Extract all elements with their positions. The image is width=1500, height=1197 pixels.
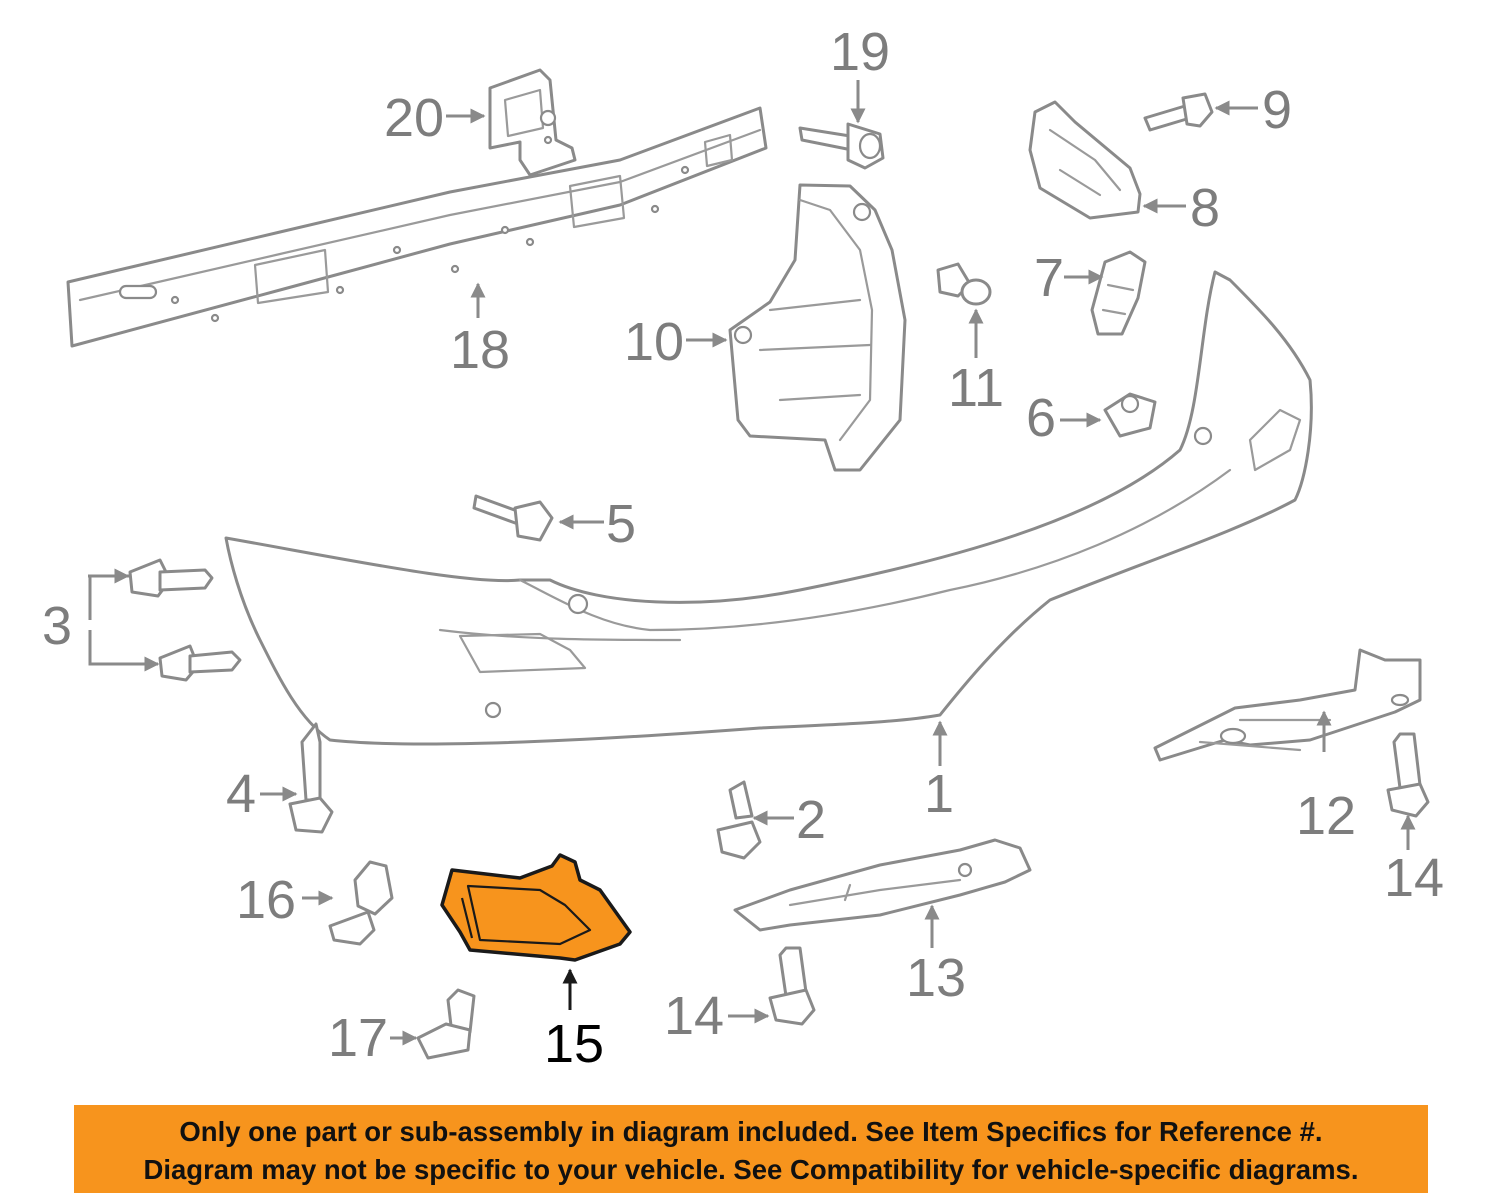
notice-line-1: Only one part or sub-assembly in diagram…	[179, 1116, 1323, 1147]
part-3-bolts	[128, 558, 242, 682]
part-14-clip-right	[1386, 732, 1430, 818]
part-6-nut	[1103, 392, 1157, 438]
callout-14-right: 14	[1384, 848, 1444, 908]
part-17-screw	[416, 988, 476, 1060]
part-20-bracket	[488, 68, 577, 177]
callout-14-lower: 14	[664, 986, 724, 1046]
part-4-screw	[288, 722, 334, 834]
notice-banner: Only one part or sub-assembly in diagram…	[74, 1105, 1428, 1193]
part-19-bolt	[798, 122, 885, 170]
callout-5: 5	[606, 494, 636, 554]
callout-12: 12	[1296, 786, 1356, 846]
leader-lines	[88, 80, 1416, 1046]
part-18-reinforcement	[66, 106, 768, 348]
callout-9: 9	[1262, 80, 1292, 140]
callout-6: 6	[1026, 388, 1056, 448]
parts-diagram: 1 2 3 4 5 6 7 8 9 10 11 12 13 14 14 15 1…	[42, 22, 1444, 1074]
notice-line-2: Diagram may not be specific to your vehi…	[143, 1154, 1359, 1185]
callout-4: 4	[226, 764, 256, 824]
callout-19: 19	[830, 22, 890, 82]
callout-3: 3	[42, 596, 72, 656]
part-15-highlighted-bezel	[440, 853, 632, 962]
callout-1: 1	[924, 764, 954, 824]
part-14-clip-lower	[768, 946, 816, 1026]
part-8-retainer	[1028, 100, 1142, 220]
part-2-clip	[716, 780, 762, 860]
part-16-clip	[328, 860, 394, 946]
callout-13: 13	[906, 948, 966, 1008]
part-10-side-bracket	[728, 183, 907, 472]
callout-7: 7	[1034, 248, 1064, 308]
callout-2: 2	[796, 790, 826, 850]
callout-labels: 1 2 3 4 5 6 7 8 9 10 11 12 13 14 14 15 1…	[42, 22, 1444, 1074]
callout-16: 16	[236, 870, 296, 930]
callout-8: 8	[1190, 178, 1220, 238]
part-5-bolt	[472, 494, 554, 542]
callout-11: 11	[948, 358, 1004, 418]
callout-20: 20	[384, 88, 444, 148]
part-7-retainer	[1090, 250, 1147, 336]
callout-18: 18	[450, 320, 510, 380]
part-11-clip	[936, 262, 992, 306]
callout-10: 10	[624, 312, 684, 372]
part-13-under-cover	[733, 838, 1032, 932]
part-12-under-cover	[1153, 648, 1422, 762]
part-1-bumper-cover	[224, 270, 1313, 746]
callout-17: 17	[328, 1008, 388, 1068]
part-9-bolt	[1143, 92, 1214, 132]
callout-15-highlighted: 15	[544, 1014, 604, 1074]
